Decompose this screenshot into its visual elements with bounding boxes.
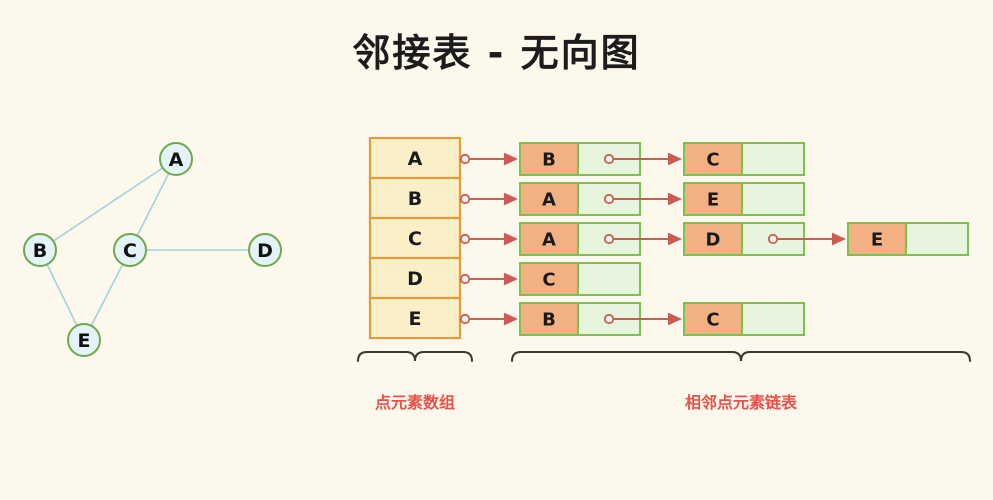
caption-lists: 相邻点元素链表 <box>685 393 798 412</box>
head-pointer-dot-A <box>459 153 471 165</box>
next-pointer-dot <box>767 233 779 245</box>
next-pointer-dot <box>603 153 615 165</box>
graph-edge-AC <box>136 172 170 237</box>
head-pointer-dot-D <box>459 273 471 285</box>
list-node-label: C <box>706 310 719 331</box>
caption-array: 点元素数组 <box>375 393 455 412</box>
list-node-label: B <box>542 310 556 331</box>
section-captions: 点元素数组 相邻点元素链表 <box>375 393 798 412</box>
list-node-label: A <box>542 190 556 211</box>
graph-edge-CE <box>90 263 124 327</box>
array-cell-B[interactable]: B <box>368 176 462 220</box>
list-node-A-C[interactable]: C <box>683 142 805 176</box>
list-node-B-A[interactable]: A <box>519 182 682 216</box>
graph-edge-AB <box>52 167 164 242</box>
array-cell-E[interactable]: E <box>368 296 462 340</box>
array-cell-C[interactable]: C <box>368 216 462 260</box>
list-node-label: E <box>871 230 883 251</box>
list-node-A-B[interactable]: B <box>519 142 682 176</box>
brace-lists <box>511 351 971 362</box>
array-cell-A[interactable]: A <box>368 136 462 180</box>
graph-node-label: B <box>33 240 47 262</box>
next-pointer-dot <box>603 313 615 325</box>
next-pointer-dot <box>603 233 615 245</box>
graph-node-label: E <box>78 330 91 352</box>
graph-nodes: A B C D E <box>23 142 282 357</box>
list-node-C-A[interactable]: A <box>519 222 682 256</box>
list-node-label: C <box>542 270 555 291</box>
list-node-label: A <box>542 230 556 251</box>
array-cell-label: C <box>408 228 422 250</box>
graph-node-E[interactable]: E <box>67 323 101 357</box>
adjacency-row-D: C <box>459 262 641 296</box>
list-node-label: C <box>706 150 719 171</box>
graph-edge-BE <box>46 264 78 326</box>
head-pointer-dot-E <box>459 313 471 325</box>
brace-array <box>357 351 473 362</box>
graph-node-B[interactable]: B <box>23 233 57 267</box>
graph-node-label: C <box>123 240 137 262</box>
head-pointer-dot-B <box>459 193 471 205</box>
graph-edges <box>46 167 249 327</box>
head-pointer-dot-C <box>459 233 471 245</box>
list-node-label: B <box>542 150 556 171</box>
graph-node-C[interactable]: C <box>113 233 147 267</box>
list-node-label: E <box>707 190 719 211</box>
array-cell-label: E <box>409 308 422 330</box>
graph-node-label: D <box>257 240 273 262</box>
list-node-E-C[interactable]: C <box>683 302 805 336</box>
list-node-C-E[interactable]: E <box>847 222 969 256</box>
array-cell-label: D <box>407 268 423 290</box>
list-node-C-D[interactable]: D <box>683 222 846 256</box>
array-cell-label: B <box>408 188 422 210</box>
list-node-E-B[interactable]: B <box>519 302 682 336</box>
list-node-label: D <box>706 230 721 251</box>
array-cell-D[interactable]: D <box>368 256 462 300</box>
graph-node-label: A <box>169 149 184 171</box>
section-braces <box>357 351 971 362</box>
list-node-B-E[interactable]: E <box>683 182 805 216</box>
array-cell-label: A <box>408 148 423 170</box>
next-pointer-dot <box>603 193 615 205</box>
page-title: 邻接表 - 无向图 <box>352 31 641 75</box>
graph-node-A[interactable]: A <box>159 142 193 176</box>
list-node-D-C[interactable]: C <box>519 262 641 296</box>
graph-node-D[interactable]: D <box>248 233 282 267</box>
